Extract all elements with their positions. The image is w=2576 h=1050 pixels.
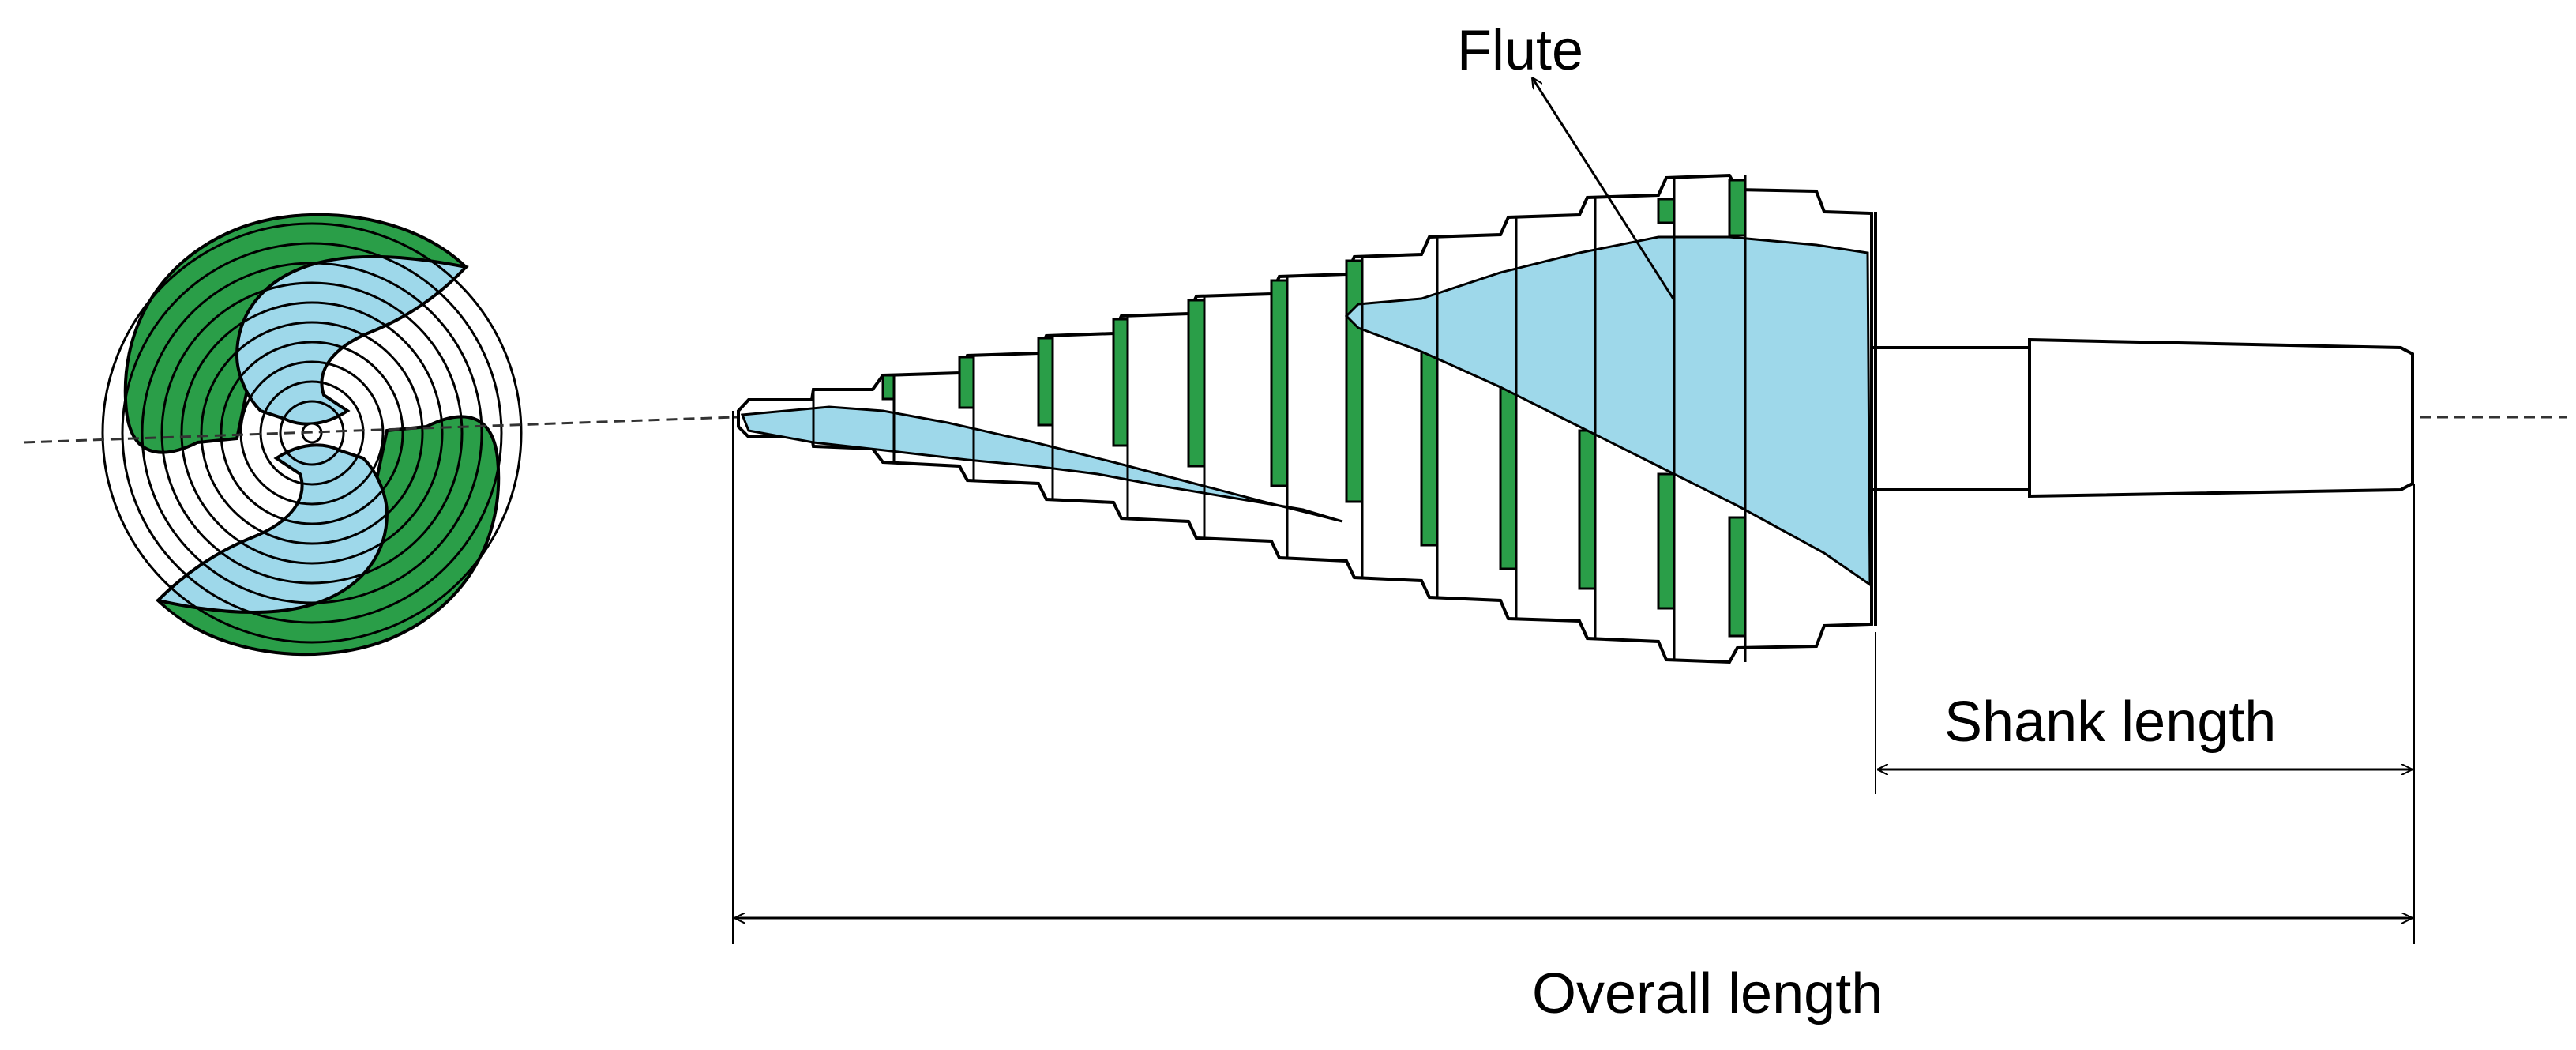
stepped-body	[737, 173, 1873, 664]
end-view-flute-lower	[155, 443, 389, 614]
shank-taper	[2028, 337, 2414, 499]
flute-leader-line	[1530, 77, 1676, 301]
end-view-step-rings	[101, 222, 523, 644]
shank	[1870, 212, 2414, 626]
shank-neck	[1870, 346, 2031, 491]
center-line-left	[23, 416, 735, 444]
flute-label: Flute	[1457, 19, 1584, 82]
end-view	[101, 213, 523, 657]
overall-length-label: Overall length	[1532, 962, 1883, 1026]
flute-region	[740, 235, 1872, 587]
shank-length-label: Shank length	[1944, 691, 2277, 754]
